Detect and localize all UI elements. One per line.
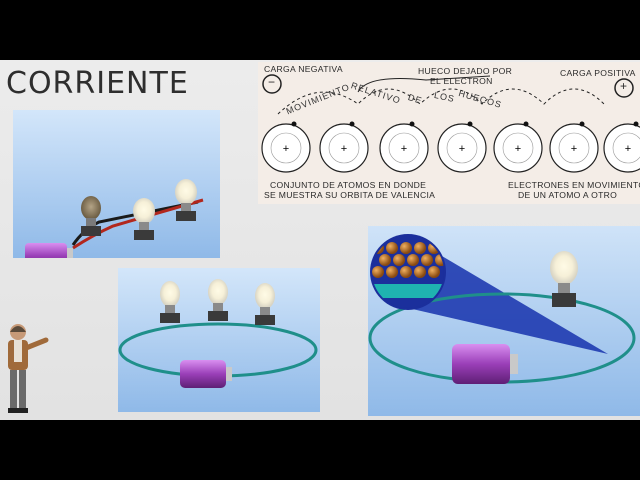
hole-label-line1: HUECO DEJADO POR bbox=[418, 66, 513, 76]
light-bulb-icon bbox=[208, 279, 228, 321]
slide: CORRIENTE bbox=[0, 60, 640, 420]
nucleus-sign: + bbox=[459, 143, 465, 155]
battery-icon bbox=[452, 344, 518, 384]
electron-dot bbox=[633, 121, 639, 127]
conductor-atom bbox=[421, 254, 433, 266]
conductor-atom bbox=[379, 254, 391, 266]
atoms-label-line2: SE MUESTRA SU ORBITA DE VALENCIA bbox=[264, 190, 436, 200]
plus-sign: + bbox=[620, 79, 628, 93]
circuit-panel-ring bbox=[118, 268, 320, 412]
electron-dot bbox=[291, 121, 297, 127]
light-bulb-icon bbox=[255, 283, 275, 325]
nucleus-sign: + bbox=[571, 143, 577, 155]
light-bulb-icon bbox=[175, 179, 197, 221]
atom-orbit: + bbox=[603, 121, 640, 173]
negative-charge-label: CARGA NEGATIVA bbox=[264, 64, 343, 74]
nucleus-sign: + bbox=[401, 143, 407, 155]
battery-icon bbox=[25, 243, 73, 258]
battery-icon bbox=[180, 360, 232, 388]
atom-orbit: + bbox=[379, 121, 429, 173]
nucleus-sign: + bbox=[515, 143, 521, 155]
conductor-atom bbox=[400, 266, 412, 278]
circuit-panel-zoom bbox=[368, 226, 640, 416]
minus-sign: − bbox=[268, 75, 276, 89]
atom-orbit: + bbox=[319, 121, 369, 173]
conductor-atom bbox=[414, 242, 426, 254]
electron-dot bbox=[409, 121, 415, 127]
presenter-figure bbox=[0, 322, 52, 420]
light-bulb-icon bbox=[160, 281, 180, 323]
conductor-atom bbox=[386, 266, 398, 278]
electron-dot bbox=[349, 121, 355, 127]
conductor-atom bbox=[393, 254, 405, 266]
electrons-label-line2: DE UN ATOMO A OTRO bbox=[518, 190, 618, 200]
light-bulb-icon bbox=[550, 251, 578, 307]
atom-orbit: + bbox=[261, 121, 311, 173]
light-bulb-icon bbox=[81, 196, 101, 236]
electrons-label-line1: ELECTRONES EN MOVIMIENTO bbox=[508, 180, 640, 190]
atoms-label-line1: CONJUNTO DE ATOMOS EN DONDE bbox=[270, 180, 427, 190]
conductor-atom bbox=[414, 266, 426, 278]
conductor-atom bbox=[372, 266, 384, 278]
nucleus-sign: + bbox=[625, 143, 631, 155]
atom-orbit: + bbox=[437, 121, 487, 173]
magnifier-lens bbox=[370, 234, 446, 310]
conductor-atom bbox=[407, 254, 419, 266]
atom-orbit: + bbox=[549, 121, 599, 173]
conductor-atom bbox=[435, 254, 444, 266]
slide-title: CORRIENTE bbox=[6, 66, 189, 101]
electron-dot bbox=[467, 121, 473, 127]
nucleus-sign: + bbox=[341, 143, 347, 155]
conductor-atom bbox=[400, 242, 412, 254]
electron-dot bbox=[523, 121, 529, 127]
electron-dot bbox=[579, 121, 585, 127]
atom-orbit: + bbox=[493, 121, 543, 173]
positive-charge-label: CARGA POSITIVA bbox=[560, 68, 636, 78]
circuit-panel-series bbox=[13, 110, 220, 258]
light-bulb-icon bbox=[133, 198, 155, 240]
conductor-atom bbox=[386, 242, 398, 254]
nucleus-sign: + bbox=[283, 143, 289, 155]
electron-flow-diagram: +++++++ CARGA NEGATIVA − CARGA POSITIVA … bbox=[258, 62, 640, 204]
hole-label-line2: EL ELECTRON bbox=[430, 76, 493, 86]
conductor-atom bbox=[428, 266, 440, 278]
